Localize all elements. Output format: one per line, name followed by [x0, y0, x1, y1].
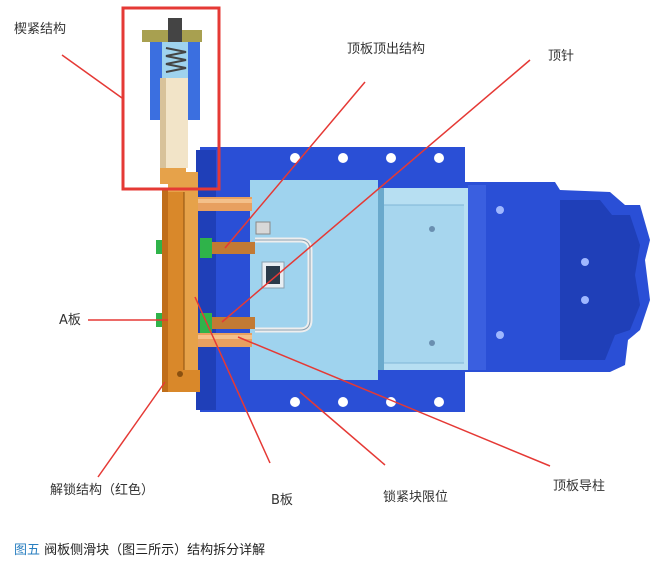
- figure-caption-text: 阀板侧滑块（图三所示）结构拆分详解: [44, 543, 266, 558]
- leader-unlock-structure: [97, 381, 166, 478]
- label-unlock-structure: 解锁结构（红色）: [50, 483, 155, 498]
- label-b-plate: B板: [271, 493, 293, 508]
- label-a-plate: A板: [59, 313, 81, 328]
- leader-lock-block-limit: [299, 391, 386, 466]
- wedge-lock-structure: [142, 18, 202, 184]
- leader-wedge-lock: [61, 54, 123, 99]
- leader-top-plate-ejector: [224, 81, 366, 249]
- a-b-plates: [162, 172, 200, 392]
- figure-number: 图五: [14, 543, 41, 558]
- leader-b-plate: [194, 296, 271, 464]
- label-lock-block-limit: 锁紧块限位: [383, 490, 449, 505]
- label-ejector-pin: 顶针: [548, 49, 575, 64]
- wedge-lock-highlight-box: [121, 6, 221, 191]
- label-wedge-lock: 楔紧结构: [14, 22, 67, 37]
- leader-top-plate-guide: [237, 336, 551, 467]
- label-top-plate-ejector: 顶板顶出结构: [347, 42, 426, 57]
- label-top-plate-guide: 顶板导柱: [553, 479, 606, 494]
- leader-ejector-pin: [221, 59, 531, 323]
- light-blue-insert: [250, 180, 468, 380]
- annotation-lines: [61, 54, 551, 478]
- figure-caption: 图五 阀板侧滑块（图三所示）结构拆分详解: [14, 542, 265, 560]
